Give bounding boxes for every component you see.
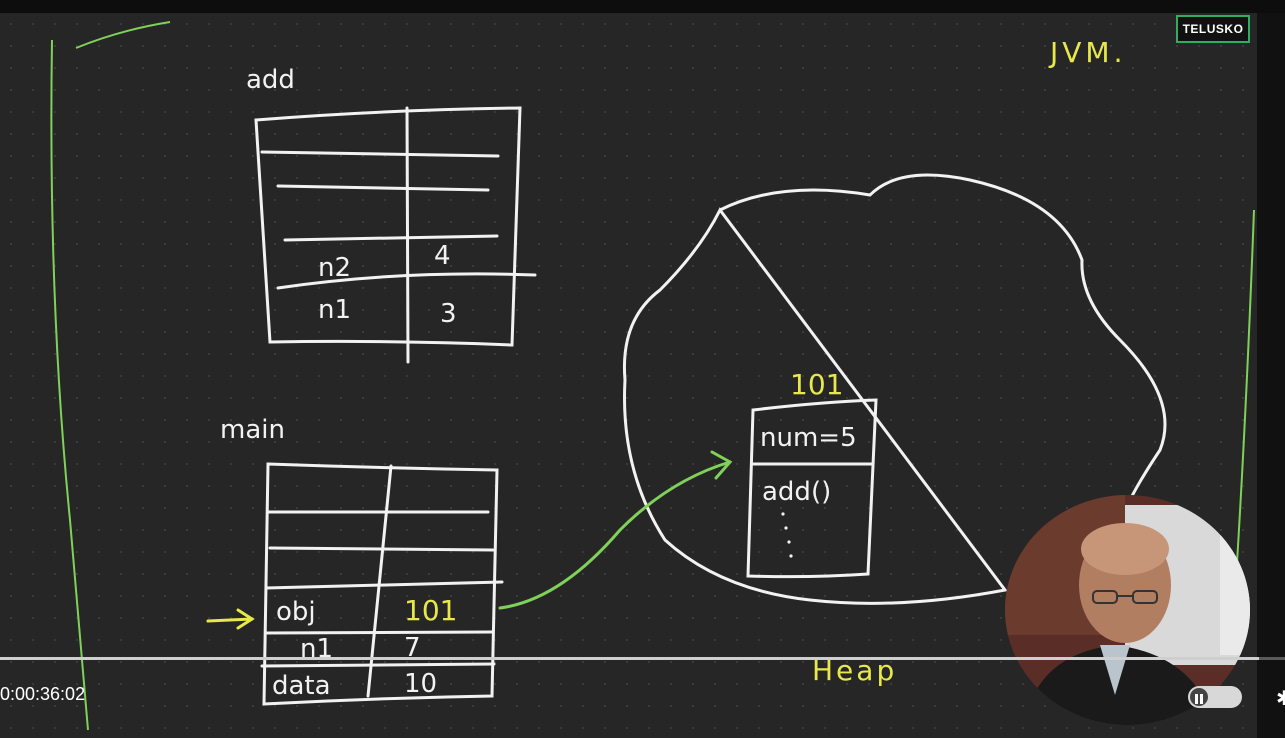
left-margin-line [50,39,89,731]
heap-object-box [746,398,878,579]
current-frame-arrow [206,608,255,630]
main-row-name: data [272,671,331,701]
add-stack-frame [254,106,537,364]
main-row-value: 10 [404,669,437,699]
pause-icon [1190,688,1208,706]
pause-bar [1195,694,1198,704]
main-row-name: obj [276,597,316,627]
settings-icon[interactable]: ✱ [1276,686,1285,710]
main-row-value: 101 [404,594,457,627]
object-method: add() [762,477,831,507]
presenter-webcam [1005,495,1250,725]
add-row-name: n1 [318,295,351,325]
reference-arrow [498,450,733,610]
main-stack-frame [260,462,504,706]
object-field: num=5 [760,423,857,453]
top-strip [0,0,1285,13]
add-frame-label: add [246,65,295,95]
add-row-value: 4 [434,241,451,271]
object-address: 101 [790,368,843,401]
playback-time: 0:00:36:02 [0,684,86,704]
main-row-value: 7 [404,633,421,663]
video-progress-bar[interactable] [0,657,1285,660]
main-frame-label: main [220,415,285,445]
top-margin-stroke [75,21,171,49]
right-margin [1257,13,1285,738]
pause-bar [1200,694,1203,704]
add-row-name: n2 [318,253,351,283]
channel-logo: TELUSKO [1176,15,1250,43]
pause-toggle[interactable] [1188,686,1242,708]
add-row-value: 3 [440,299,457,329]
video-progress-fill [0,657,1260,660]
presenter-image [1005,495,1250,725]
jvm-label: JVM. [1048,36,1126,69]
object-ellipsis [781,512,793,558]
heap-cloud [622,173,1167,605]
